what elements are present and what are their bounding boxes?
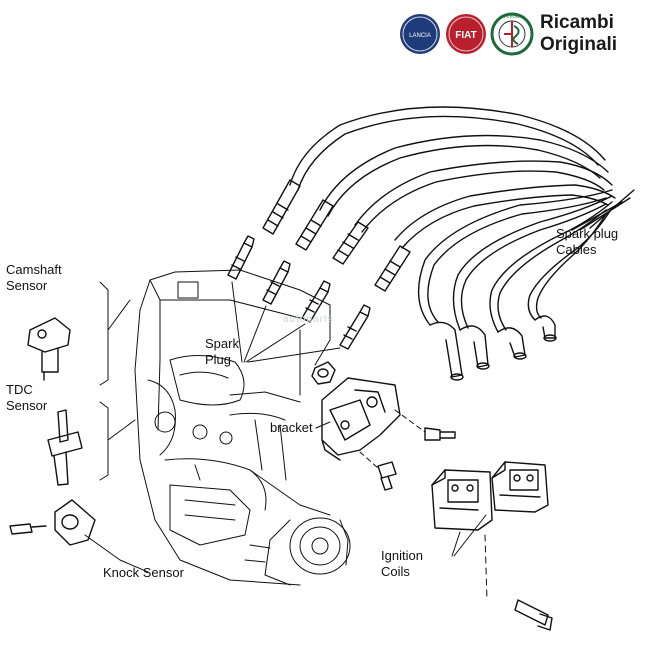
cables-label-line-1: Spark plug xyxy=(556,226,619,241)
watermark: autoparts xyxy=(283,314,334,325)
fiat-logo: FIAT xyxy=(446,14,486,54)
engine-block-drawing xyxy=(134,269,351,586)
spark-plug-cables-drawing xyxy=(289,106,635,333)
bracket-drawing xyxy=(311,361,456,491)
sensor-brackets xyxy=(99,281,136,481)
camshaft-sensor-drawing xyxy=(27,317,71,381)
spark-plug-label: Spark Plug xyxy=(205,336,239,368)
knock-sensor-label: Knock Sensor xyxy=(103,565,184,580)
cables-label-line-2: Cables xyxy=(556,242,597,257)
tdc-sensor-label: TDC Sensor xyxy=(6,382,47,414)
lancia-logo: LANCIA xyxy=(400,14,440,54)
cable-boots-upper xyxy=(262,179,411,292)
coils-label-line-1: Ignition xyxy=(381,548,423,563)
camshaft-label-line-2: Sensor xyxy=(6,278,48,293)
tdc-sensor-drawing xyxy=(47,409,83,486)
lancia-logo-text: LANCIA xyxy=(409,33,431,39)
spark-plug-label-line-2: Plug xyxy=(205,352,232,367)
brand-header: LANCIA FIAT ALFA ROMEO Ricambi Originali xyxy=(398,10,648,60)
knock-sensor-drawing xyxy=(9,499,149,573)
brand-line-2: Originali xyxy=(540,34,618,55)
alfa-romeo-logo-text: ALFA ROMEO xyxy=(499,14,525,19)
brand-line-1: Ricambi xyxy=(540,12,614,33)
camshaft-label-line-1: Camshaft xyxy=(6,262,62,277)
alfa-romeo-logo: ALFA ROMEO xyxy=(490,12,534,56)
tdc-label-line-1: TDC xyxy=(6,382,33,397)
ignition-coils-label: Ignition Coils xyxy=(381,548,423,580)
coils-label-line-2: Coils xyxy=(381,564,410,579)
cable-boots-lower xyxy=(429,315,557,381)
tdc-label-line-2: Sensor xyxy=(6,398,48,413)
ignition-coils-drawing xyxy=(431,461,553,631)
brand-logos: LANCIA FIAT ALFA ROMEO xyxy=(400,12,534,56)
fiat-logo-text: FIAT xyxy=(455,30,476,41)
spark-plugs-drawing xyxy=(227,235,371,363)
spark-plug-cables-label: Spark plug Cables xyxy=(556,226,618,258)
camshaft-sensor-label: Camshaft Sensor xyxy=(6,262,62,294)
bracket-label: bracket xyxy=(270,420,313,435)
spark-plug-label-line-1: Spark xyxy=(205,336,239,351)
